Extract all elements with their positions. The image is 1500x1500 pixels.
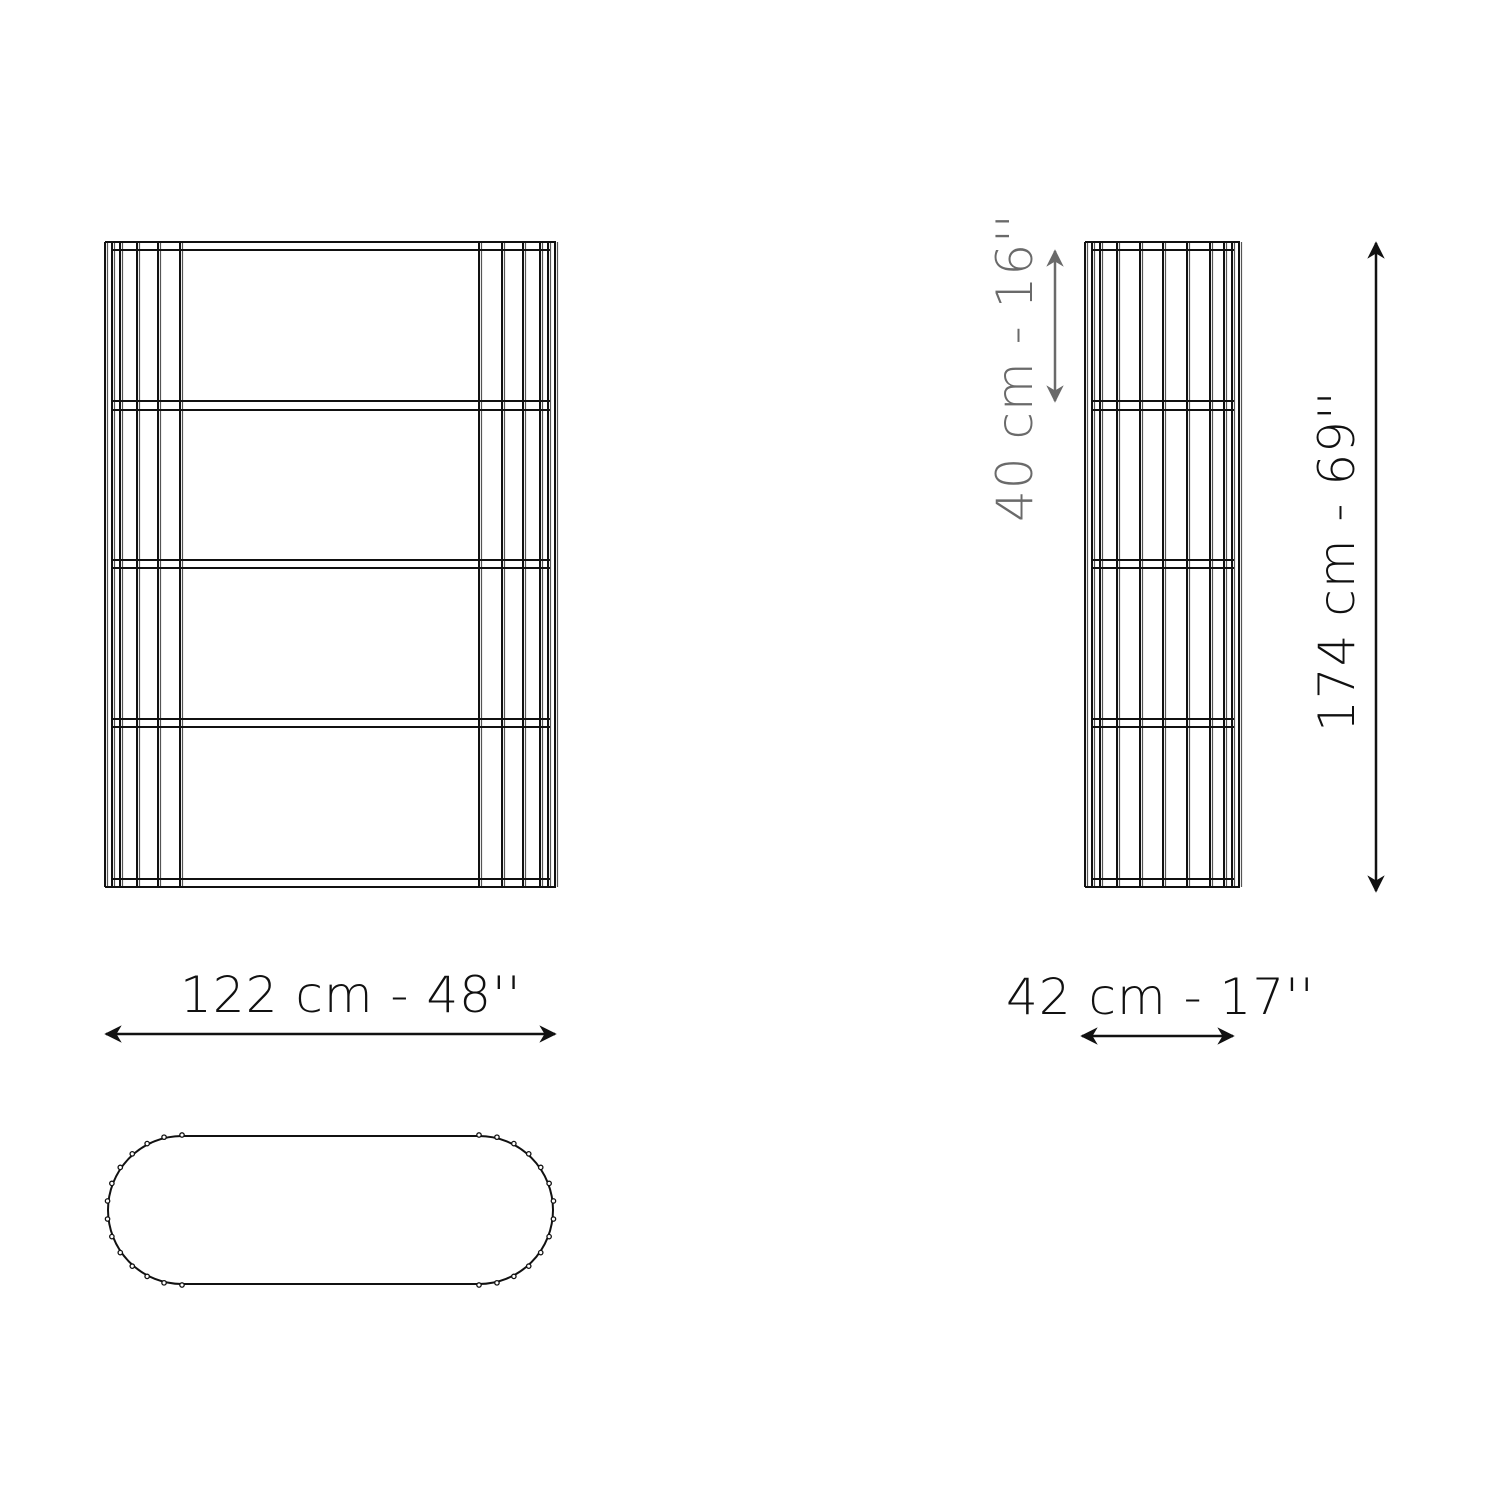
rod-section bbox=[476, 1282, 482, 1288]
rod-section bbox=[117, 1249, 124, 1256]
rod-section bbox=[161, 1134, 167, 1141]
rod-section bbox=[104, 1198, 111, 1204]
rod-section bbox=[144, 1273, 150, 1280]
front-elevation-view bbox=[104, 241, 559, 888]
rod-section bbox=[537, 1249, 544, 1256]
rod-section bbox=[179, 1282, 185, 1288]
width-dimension-label: 122 cm - 48'' bbox=[180, 966, 522, 1024]
rod-section bbox=[525, 1263, 532, 1269]
rod-section bbox=[537, 1164, 544, 1171]
shelf-spacing-dimension-label: 40 cm - 16'' bbox=[986, 213, 1044, 522]
rod-section bbox=[494, 1279, 500, 1286]
rod-section bbox=[511, 1273, 517, 1280]
rod-section bbox=[476, 1132, 482, 1138]
rod-section bbox=[109, 1180, 115, 1187]
rod-section bbox=[117, 1164, 124, 1171]
rod-section bbox=[546, 1180, 552, 1187]
rod-section bbox=[511, 1140, 517, 1147]
rod-section bbox=[129, 1263, 136, 1269]
plan-outline bbox=[107, 1135, 554, 1285]
rod-section bbox=[550, 1198, 557, 1204]
rod-section bbox=[104, 1216, 111, 1222]
depth-dimension-label: 42 cm - 17'' bbox=[1006, 968, 1315, 1026]
rod-section bbox=[546, 1233, 552, 1240]
rod-section bbox=[550, 1216, 557, 1222]
rod-section bbox=[494, 1134, 500, 1141]
rod-section bbox=[109, 1233, 115, 1240]
rod-section bbox=[179, 1132, 185, 1138]
side-elevation-view bbox=[1084, 241, 1243, 888]
rod-section bbox=[144, 1140, 150, 1147]
rod-section bbox=[525, 1151, 532, 1157]
plan-view bbox=[104, 1132, 557, 1288]
height-dimension-label: 174 cm - 69'' bbox=[1308, 390, 1366, 732]
rod-section bbox=[161, 1279, 167, 1286]
rod-section bbox=[129, 1151, 136, 1157]
